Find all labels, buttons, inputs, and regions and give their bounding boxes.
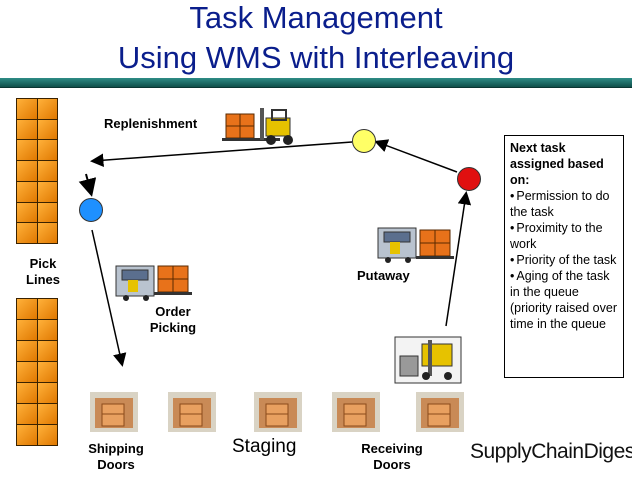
putaway-truck-icon bbox=[377, 227, 454, 263]
note-bullet-1: Permission to do the task bbox=[510, 188, 618, 220]
note-bullet-4: Aging of the task in the queue (priority… bbox=[510, 268, 618, 332]
label-pick-lines: Pick Lines bbox=[26, 256, 60, 287]
label-putaway: Putaway bbox=[357, 268, 410, 283]
task-node-red bbox=[457, 167, 481, 191]
arrow-yellow-to-pick-lines bbox=[90, 141, 353, 167]
note-bullet-2: Proximity to the work bbox=[510, 220, 618, 252]
brand-name: SupplyChainDigest bbox=[470, 440, 632, 463]
next-task-note-box: Next task assigned based on: Permission … bbox=[504, 135, 624, 378]
title-line-2: Using WMS with Interleaving bbox=[117, 40, 515, 75]
arrow-pick-to-blue bbox=[78, 173, 97, 197]
shipping-door-1-icon bbox=[90, 392, 138, 432]
pick-rack-upper-icon bbox=[16, 98, 58, 244]
task-node-blue bbox=[79, 198, 103, 222]
note-title: Next task assigned based on: bbox=[510, 141, 604, 187]
arrow-blue-to-shipping bbox=[91, 229, 127, 367]
title-line-1: Task Management bbox=[189, 0, 443, 35]
label-shipping-doors: Shipping Doors bbox=[88, 441, 144, 472]
label-receiving-doors: Receiving Doors bbox=[361, 441, 423, 472]
staging-door-1-icon bbox=[168, 392, 216, 432]
replenishment-forklift-icon bbox=[222, 108, 293, 145]
receiving-door-2-icon bbox=[416, 392, 464, 432]
arrow-red-to-yellow bbox=[374, 139, 458, 173]
task-node-yellow bbox=[352, 129, 376, 153]
receiving-forklift-icon bbox=[394, 336, 462, 384]
arrow-receiving-to-red bbox=[445, 191, 472, 327]
label-staging: Staging bbox=[232, 436, 297, 457]
note-bullet-3: Priority of the task bbox=[510, 252, 618, 268]
title-divider-bar bbox=[0, 78, 632, 88]
brand-logo: SupplyChainDigest™ bbox=[470, 440, 632, 464]
pick-rack-lower-icon bbox=[16, 298, 58, 446]
staging-door-2-icon bbox=[254, 392, 302, 432]
label-replenishment: Replenishment bbox=[104, 116, 198, 131]
order-picking-truck-icon bbox=[115, 265, 192, 301]
receiving-door-1-icon bbox=[332, 392, 380, 432]
label-order-picking: Order Picking bbox=[149, 304, 197, 335]
